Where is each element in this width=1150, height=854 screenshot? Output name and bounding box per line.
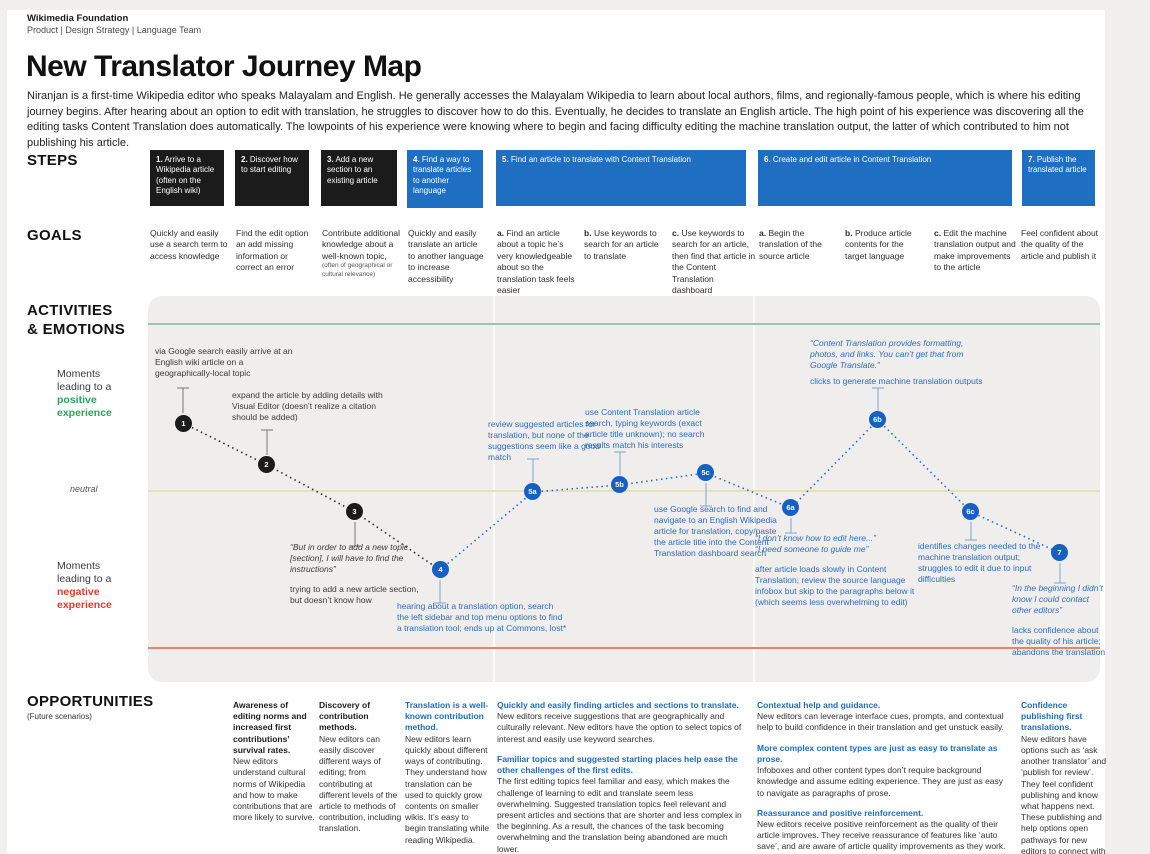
leader-line-7	[1054, 563, 1066, 584]
leader-line-2	[261, 429, 273, 455]
axis-neutral-label: neutral	[70, 484, 98, 494]
section-label-activities: ACTIVITIES & EMOTIONS	[27, 302, 126, 338]
goal-5c: c. Use keywords to search for an article…	[672, 228, 756, 296]
goal-4: Quickly and easily translate an article …	[408, 228, 484, 284]
journey-note-2: expand the article by adding details wit…	[232, 390, 383, 423]
journey-note-7: “In the beginning I didn’t know I could …	[1012, 583, 1106, 658]
leader-line-6b	[872, 387, 884, 411]
journey-note-5b: use Content Translation article search, …	[585, 407, 705, 451]
journey-note-4: hearing about a translation option, sear…	[397, 601, 567, 634]
step-3: 3. Add a new section to an existing arti…	[321, 150, 397, 206]
section-label-steps: STEPS	[27, 152, 78, 169]
page-title: New Translator Journey Map	[26, 50, 422, 83]
journey-note-6c: identifies changes needed to the machine…	[918, 541, 1041, 585]
panel-divider	[493, 296, 495, 682]
journey-note-5a: review suggested articles for translatio…	[488, 419, 600, 463]
leader-line-5a	[527, 458, 539, 482]
positive-threshold-line	[148, 323, 1100, 325]
negative-threshold-line	[148, 647, 1100, 649]
leader-line-5c	[700, 483, 712, 507]
opportunity-col-4: Quickly and easily finding articles and …	[497, 700, 742, 854]
opportunity-col-5: Contextual help and guidance.New editors…	[757, 700, 1006, 852]
journey-point-1: 1	[175, 415, 192, 432]
goal-7: Feel confident about the quality of the …	[1021, 228, 1099, 261]
leader-line-1	[177, 387, 189, 413]
goal-5a: a. Find an article about a topic he’s ve…	[497, 228, 575, 296]
goal-6c: c. Edit the machine translation output a…	[934, 228, 1016, 273]
journey-point-7: 7	[1051, 544, 1068, 561]
journey-point-5a: 5a	[524, 483, 541, 500]
goal-5b: b. Use keywords to search for an article…	[584, 228, 659, 261]
section-label-opportunities: OPPORTUNITIES	[27, 693, 154, 710]
leader-line-6a	[785, 518, 797, 534]
journey-point-3: 3	[346, 503, 363, 520]
step-1: 1. Arrive to a Wikipedia article (often …	[150, 150, 224, 206]
journey-point-6c: 6c	[962, 503, 979, 520]
journey-line-translation	[439, 418, 1061, 571]
axis-positive-label: Moments leading to a positive experience	[57, 368, 112, 420]
journey-line-chart	[177, 387, 1066, 604]
step-4: 4. Find a way to translate articles to a…	[407, 150, 483, 208]
journey-note-6b: clicks to generate machine translation o…	[810, 376, 983, 386]
goal-3: Contribute additional knowledge about a …	[322, 228, 400, 279]
step-5: 5. Find an article to translate with Con…	[496, 150, 746, 206]
journey-point-6b: 6b	[869, 411, 886, 428]
journey-note-6a: “I don’t know how to edit here...” “I ne…	[755, 533, 915, 608]
leader-line-3	[349, 522, 361, 547]
goal-2: Find the edit option an add missing info…	[236, 228, 309, 273]
journey-point-5c: 5c	[697, 464, 714, 481]
journey-line-early	[182, 422, 441, 571]
opportunities-subtitle: (Future scenarios)	[27, 712, 92, 721]
axis-negative-label: Moments leading to a negative experience	[57, 560, 112, 612]
panel-divider	[753, 296, 755, 682]
journey-point-2: 2	[258, 456, 275, 473]
leader-line-6c	[965, 522, 977, 541]
journey-note-3: “But in order to add a new topic [sectio…	[290, 542, 419, 606]
journey-point-4: 4	[432, 561, 449, 578]
goal-6b: b. Produce article contents for the targ…	[845, 228, 912, 261]
step-6: 6. Create and edit article in Content Tr…	[758, 150, 1012, 206]
persona-intro: Niranjan is a first-time Wikipedia edito…	[27, 90, 1084, 149]
opportunity-col-3: Translation is a well-known contribution…	[405, 700, 490, 845]
leader-line-5b	[614, 451, 626, 475]
leader-line-4	[434, 580, 446, 604]
journey-quote-6b: “Content Translation provides formatting…	[810, 338, 964, 371]
journey-point-6a: 6a	[782, 499, 799, 516]
step-7: 7. Publish the translated article	[1022, 150, 1095, 206]
opportunity-col-6: Confidence publishing first translations…	[1021, 700, 1107, 854]
journey-note-1: via Google search easily arrive at an En…	[155, 346, 293, 379]
goal-1: Quickly and easily use a search term to …	[150, 228, 228, 261]
journey-point-5b: 5b	[611, 476, 628, 493]
org-name: Wikimedia Foundation	[27, 13, 129, 24]
section-label-goals: GOALS	[27, 227, 82, 244]
step-2: 2. Discover how to start editing	[235, 150, 309, 206]
opportunity-col-2: Discovery of contribution methods.New ed…	[319, 700, 402, 834]
journey-note-5c: use Google search to find and navigate t…	[654, 504, 777, 559]
org-dept: Product | Design Strategy | Language Tea…	[27, 25, 202, 35]
goal-6a: a. Begin the translation of the source a…	[759, 228, 822, 261]
opportunity-col-1: Awareness of editing norms and increased…	[233, 700, 315, 823]
